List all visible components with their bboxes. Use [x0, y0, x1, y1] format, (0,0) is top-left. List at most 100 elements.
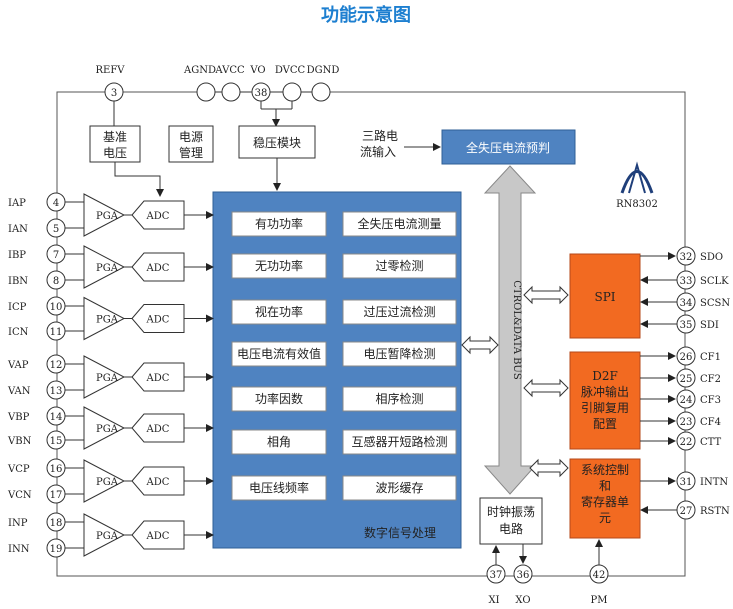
- pin-circle-dvcc: [282, 82, 302, 102]
- pin-circle-right: [676, 389, 696, 409]
- dsp-function-box: [342, 299, 457, 325]
- bus-sysctrl-double-arrow: [529, 458, 569, 478]
- pin-label-agnd: AGND: [183, 65, 216, 76]
- dsp-function-box: [342, 211, 457, 237]
- dsp-function-label: 无功功率: [255, 258, 303, 273]
- pin-circle-right: [676, 431, 696, 451]
- pin-circle-agnd: [196, 82, 216, 102]
- dsp-function-label: 电压线频率: [249, 480, 309, 495]
- three-phase-in-line2: 流输入: [360, 144, 396, 159]
- page-title: 功能示意图: [321, 4, 411, 26]
- dsp-functions: 有功功率全失压电流测量无功功率过零检测视在功率过压过流检测电压电流有效值电压暂降…: [231, 211, 457, 501]
- pga-label: PGA: [96, 263, 119, 274]
- pin-num-right: 33: [680, 276, 693, 287]
- pin-num-right: 34: [680, 298, 693, 309]
- ref-voltage-block: [89, 125, 141, 163]
- pin-label-right: SDO: [700, 252, 723, 263]
- regulator-label: 稳压模块: [253, 135, 301, 150]
- pin-num-pm: 42: [593, 570, 606, 581]
- pin-label-avcc: AVCC: [214, 65, 245, 76]
- dsp-function-label: 全失压电流测量: [357, 216, 441, 231]
- pin-num-left: 15: [50, 436, 63, 447]
- pin-label-right: CF2: [700, 374, 721, 385]
- pin-label-right: CF4: [700, 417, 721, 428]
- top-pins: REFV 3 AGND AVCC VO 38 DVCC DGND: [96, 65, 340, 102]
- pin-label-left: VCN: [7, 490, 32, 501]
- adc-label: ADC: [146, 531, 170, 542]
- dsp-function-label: 波形缓存: [375, 481, 423, 495]
- pin-circle-dgnd: [311, 82, 331, 102]
- pin-circle-avcc: [221, 82, 241, 102]
- bus-spi-double-arrow: [523, 285, 569, 305]
- pga-label: PGA: [96, 315, 119, 326]
- dsp-function-label: 过零检测: [375, 258, 423, 273]
- pga-amplifier: [83, 193, 126, 237]
- pin-label-right: SCSN: [700, 298, 730, 309]
- pin-num-left: 12: [50, 360, 63, 371]
- pin-label-dvcc: DVCC: [275, 65, 306, 76]
- pin-label-left: VBN: [7, 436, 32, 447]
- pin-label-right: CF3: [700, 395, 721, 406]
- pin-label-right: CTT: [700, 437, 722, 448]
- pin-num-right: 26: [680, 352, 693, 363]
- arrow-ref-to-adc: [114, 162, 164, 197]
- pin-label-right: INTN: [700, 477, 728, 488]
- adc-label: ADC: [146, 373, 170, 384]
- d2f-line4: 配置: [593, 417, 617, 431]
- pin-label-left: IBP: [8, 250, 26, 261]
- adc-label: ADC: [146, 315, 170, 326]
- dsp-function-box: [231, 386, 327, 412]
- pga-amplifier: [83, 355, 126, 399]
- pin-num-left: 16: [50, 464, 63, 475]
- pin-label-dgnd: DGND: [307, 65, 340, 76]
- pin-circle-right: [676, 368, 696, 388]
- pga-amplifier: [83, 245, 126, 289]
- pin-label-left: INP: [8, 518, 28, 529]
- spi-label: SPI: [594, 290, 615, 304]
- pin-label-left: INN: [8, 544, 30, 555]
- power-mgmt-block: [168, 125, 214, 163]
- ref-voltage-line1: 基准: [103, 130, 127, 144]
- dsp-bus-double-arrow: [461, 335, 499, 355]
- pin-label-right: SDI: [700, 320, 719, 331]
- pin-label-left: ICP: [8, 302, 27, 313]
- sysctrl-line3: 寄存器单: [581, 494, 629, 509]
- pin-num-right: 25: [680, 374, 693, 385]
- pin-label-left: VAN: [7, 386, 31, 397]
- pin-num-left: 17: [50, 490, 63, 501]
- d2f-block: [569, 351, 641, 450]
- pin-num-xo: 36: [517, 570, 530, 581]
- bus-d2f-double-arrow: [523, 378, 569, 398]
- pin-num-left: 18: [50, 518, 63, 529]
- sysctrl-line4: 元: [599, 511, 611, 525]
- pin-num-vo: 38: [255, 88, 268, 99]
- adc-label: ADC: [146, 211, 170, 222]
- pin-num-xi: 37: [490, 570, 503, 581]
- pga-amplifier: [83, 459, 126, 503]
- pin-num-left: 7: [53, 250, 59, 261]
- pin-num-left: 14: [50, 412, 63, 423]
- pin-label-refv: REFV: [96, 65, 126, 76]
- logo-arc-icon: [620, 170, 654, 194]
- pin-circle-right: [676, 346, 696, 366]
- adc-label: ADC: [146, 263, 170, 274]
- dsp-function-label: 相序检测: [375, 391, 423, 406]
- d2f-line3: 引脚复用: [581, 400, 629, 415]
- three-phase-in-line1: 三路电: [362, 128, 398, 143]
- pin-label-left: VCP: [7, 464, 30, 475]
- loss-predict-label: 全失压电流预判: [466, 140, 550, 155]
- d2f-line1: D2F: [592, 369, 618, 383]
- loss-predict-block: [441, 129, 576, 165]
- pin-label-left: IBN: [8, 276, 28, 287]
- sysctrl-block: [569, 458, 641, 539]
- pin-num-left: 8: [53, 276, 59, 287]
- dsp-label: 数字信号处理: [364, 525, 436, 540]
- pin-label-left: IAN: [8, 224, 28, 235]
- pin-num-refv: 3: [111, 88, 117, 99]
- clock-line2: 电路: [499, 521, 523, 536]
- pin-num-right: 35: [680, 320, 693, 331]
- pin-label-pm: PM: [591, 595, 608, 606]
- dsp-function-box: [231, 475, 327, 501]
- pga-label: PGA: [96, 531, 119, 542]
